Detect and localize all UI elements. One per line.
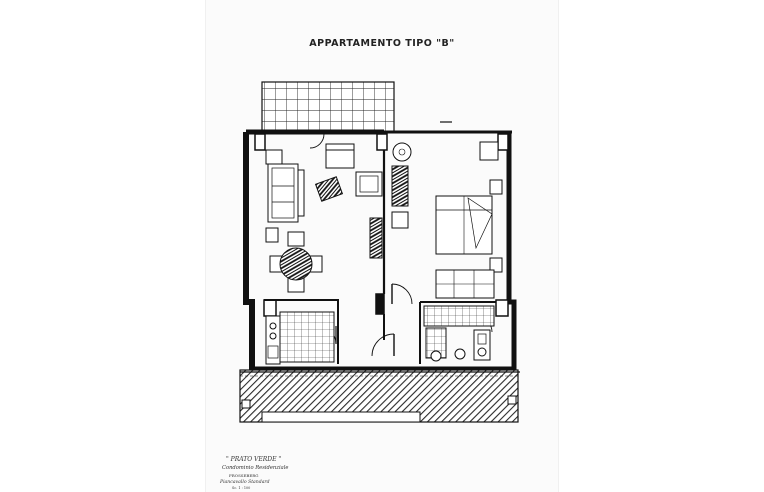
interior-walls	[264, 150, 496, 364]
legend-type: Piancavallo Standard	[220, 480, 270, 485]
kitchen	[265, 311, 335, 365]
terrace-posts	[241, 395, 517, 409]
bottom-terrace	[239, 369, 519, 423]
legend-subtitle: Condominio Residenziale	[222, 465, 289, 471]
plan-title: APPARTAMENTO TIPO "B"	[309, 38, 455, 49]
legend-scale: Sc. 1 : 100	[232, 486, 251, 490]
bathroom	[423, 305, 495, 362]
living-furniture	[265, 143, 409, 259]
legend-location: FROSSEBERG	[229, 473, 259, 478]
bedroom-furniture	[391, 141, 503, 299]
dining-table	[269, 231, 323, 293]
exterior-walls	[240, 129, 520, 373]
legend-project-name: " PRATO VERDE "	[226, 456, 282, 463]
top-balcony	[261, 81, 395, 133]
